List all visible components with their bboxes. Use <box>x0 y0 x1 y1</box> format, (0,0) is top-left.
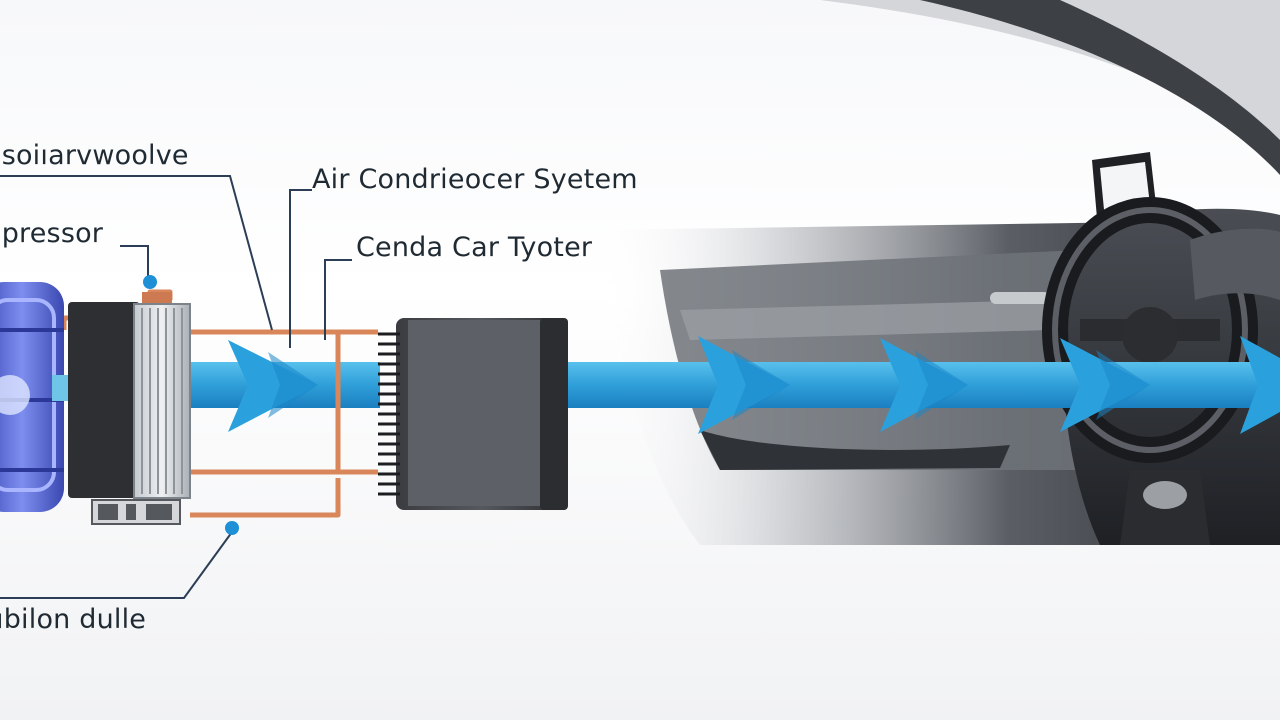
airflow-stream <box>190 336 1280 434</box>
evaporator-unit-icon <box>378 318 568 510</box>
label-valve: ısoiıarvwoolve <box>0 140 189 171</box>
airflow-arrow-5 <box>1240 336 1280 434</box>
leader-line-bottom <box>0 531 233 599</box>
airflow-arrow-4 <box>1060 338 1150 432</box>
leader-line-valve <box>0 175 273 331</box>
label-car: Cenda Car Tyoter <box>356 232 593 263</box>
leader-line-system <box>289 189 312 348</box>
airflow-arrow-1 <box>228 340 318 432</box>
marker-dot-bottom <box>225 521 239 535</box>
leader-line-compressor <box>120 245 149 276</box>
leader-line-car <box>324 259 352 340</box>
compressor-icon <box>0 282 70 512</box>
condenser-unit-icon <box>68 292 191 525</box>
marker-dot-compressor <box>143 275 157 289</box>
label-system: Air Condrieocer Syetem <box>312 164 638 195</box>
leader-lines <box>0 175 352 599</box>
car-interior-icon <box>600 0 1280 545</box>
label-bottom: ıbilon dulle <box>0 604 147 635</box>
airflow-arrow-3 <box>880 338 968 432</box>
airflow-arrow-2 <box>698 336 790 434</box>
label-compressor: ıpressor <box>0 218 104 249</box>
